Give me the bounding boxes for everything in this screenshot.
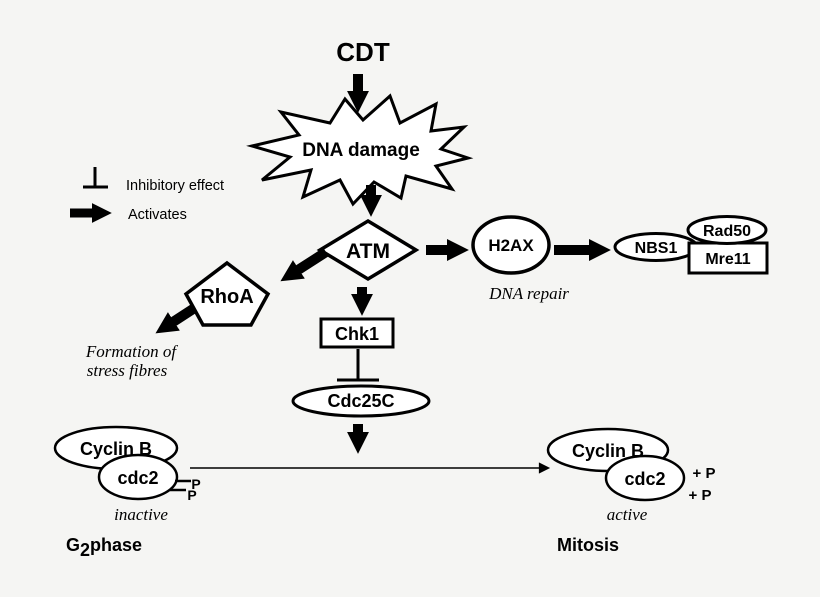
inhibitory-symbol-icon <box>83 167 108 189</box>
mitosis-label: Mitosis <box>557 535 619 555</box>
h2ax-ellipse <box>471 215 551 275</box>
chk1-inhibits-cdc25c-symbol <box>337 349 379 382</box>
cyclinb-right-label: Cyclin B <box>572 441 644 461</box>
g2-phase-letter: G <box>66 535 80 555</box>
atm-label: ATM <box>346 240 390 263</box>
active-label: active <box>607 505 648 524</box>
mre11-label: Mre11 <box>705 251 750 268</box>
cdc25c-label: Cdc25C <box>327 391 394 411</box>
p-label-1: P <box>191 476 200 492</box>
rad50-label: Rad50 <box>703 223 751 240</box>
legend-activates-label: Activates <box>128 207 187 223</box>
mrn-complex: NBS1 Rad50 Mre11 <box>613 215 769 275</box>
dna-damage-label: DNA damage <box>302 140 420 161</box>
g2-complex: Cyclin B cdc2 P P inactive G 2 phase <box>53 425 201 560</box>
cdc25c-ellipse <box>291 384 431 418</box>
dna-repair-caption: DNA repair <box>488 284 569 303</box>
rhoa-label: RhoA <box>200 286 253 308</box>
cdc2-left-ellipse <box>97 453 179 501</box>
g2-phase-subscript: 2 <box>80 540 90 560</box>
rhoa-to-fibres-arrow <box>155 304 196 334</box>
cyclinb-left-label: Cyclin B <box>80 439 152 459</box>
formation-caption-line1: Formation of <box>85 342 178 361</box>
atm-diamond <box>316 218 420 282</box>
chk1-label: Chk1 <box>335 324 379 344</box>
plus-p-label-1: + P <box>693 465 716 482</box>
plus-p-label-2: + P <box>689 487 712 504</box>
cdc2-left-label: cdc2 <box>117 468 158 488</box>
cdt-label: CDT <box>336 37 390 67</box>
legend: Inhibitory effect Activates <box>70 167 224 223</box>
cdc2-right-ellipse <box>604 454 686 502</box>
legend-inhibitory-label: Inhibitory effect <box>126 178 224 194</box>
p-label-2: P <box>187 487 196 503</box>
inactive-label: inactive <box>114 505 168 524</box>
nbs1-label: NBS1 <box>635 240 678 257</box>
h2ax-label: H2AX <box>488 236 534 255</box>
mitosis-complex: Cyclin B cdc2 + P + P active Mitosis <box>546 427 716 555</box>
rhoa-pentagon <box>183 260 271 327</box>
formation-caption-line2: stress fibres <box>87 361 168 380</box>
cdc2-right-label: cdc2 <box>624 469 665 489</box>
chk1-box <box>319 317 395 349</box>
mre11-box <box>687 241 769 275</box>
g2-phase-word: phase <box>90 535 142 555</box>
rad50-ellipse <box>686 215 768 245</box>
atm-to-rhoa-arrow <box>280 247 329 282</box>
dna-damage-starburst <box>246 93 474 207</box>
